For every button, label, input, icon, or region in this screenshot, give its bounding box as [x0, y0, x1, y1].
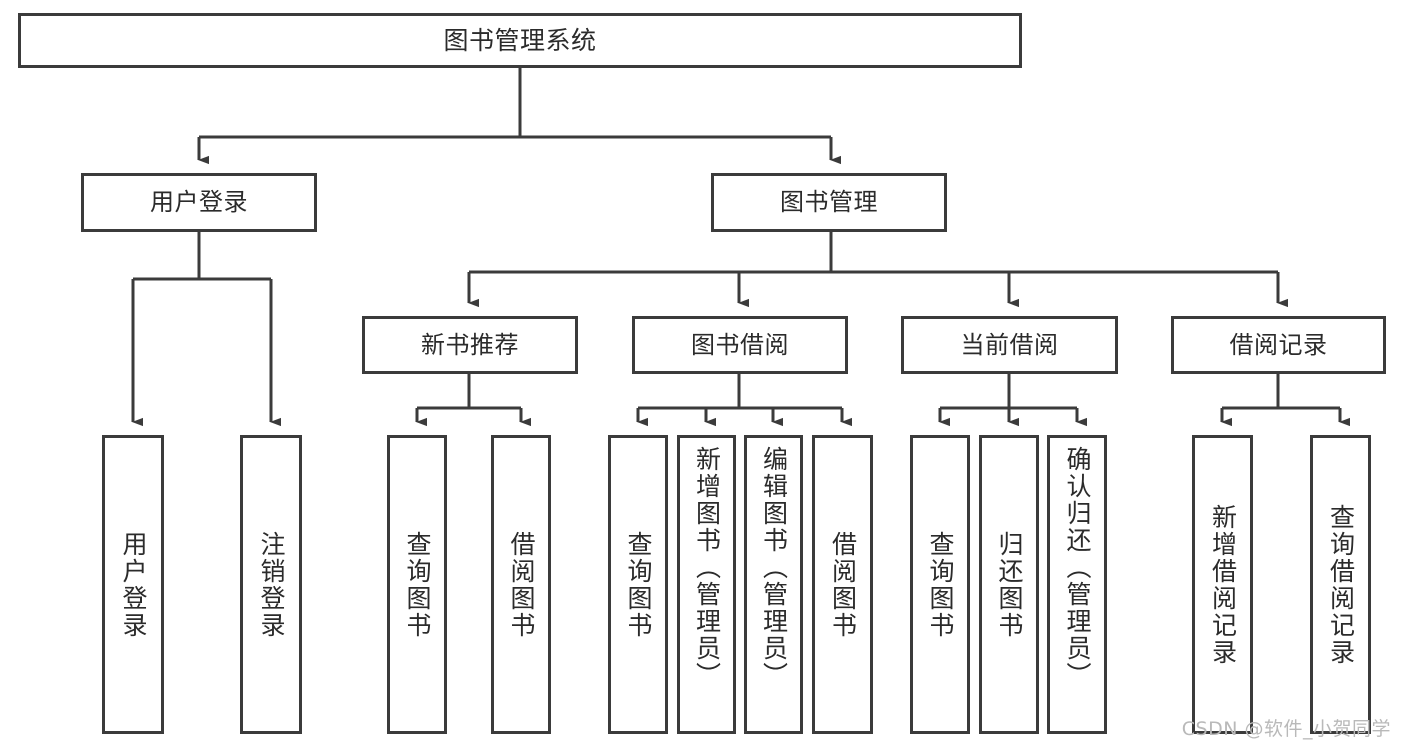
node-user-login[interactable]: 用户登录 [81, 173, 317, 232]
node-new-book-recommend[interactable]: 新书推荐 [362, 316, 578, 374]
node-leaf-query-book-3[interactable]: 查询图书 [910, 435, 970, 734]
node-book-borrow[interactable]: 图书借阅 [632, 316, 848, 374]
node-current-borrow-label: 当前借阅 [960, 330, 1059, 359]
node-leaf-confirm-return-label: 确认归还（管理员） [1063, 446, 1092, 689]
node-book-manage-label: 图书管理 [780, 188, 878, 217]
node-borrow-record-label: 借阅记录 [1229, 330, 1328, 359]
node-leaf-query-book-1[interactable]: 查询图书 [387, 435, 447, 734]
node-leaf-add-record[interactable]: 新增借阅记录 [1192, 435, 1253, 734]
node-leaf-query-book-2-label: 查询图书 [624, 530, 653, 639]
node-new-book-recommend-label: 新书推荐 [421, 330, 519, 359]
node-leaf-confirm-return[interactable]: 确认归还（管理员） [1047, 435, 1107, 734]
node-borrow-record[interactable]: 借阅记录 [1171, 316, 1386, 374]
node-leaf-add-book[interactable]: 新增图书（管理员） [677, 435, 736, 734]
node-leaf-user-login-label: 用户登录 [119, 530, 148, 639]
node-leaf-borrow-book-2[interactable]: 借阅图书 [812, 435, 873, 734]
node-leaf-query-book-3-label: 查询图书 [926, 530, 955, 639]
node-current-borrow[interactable]: 当前借阅 [901, 316, 1118, 374]
node-leaf-query-record-label: 查询借阅记录 [1326, 503, 1356, 666]
node-book-manage[interactable]: 图书管理 [711, 173, 947, 232]
node-leaf-user-logout-label: 注销登录 [257, 530, 286, 639]
node-leaf-borrow-book-1[interactable]: 借阅图书 [491, 435, 551, 734]
node-user-login-label: 用户登录 [150, 188, 248, 217]
node-leaf-add-record-label: 新增借阅记录 [1208, 503, 1238, 666]
node-leaf-borrow-book-1-label: 借阅图书 [507, 530, 536, 639]
node-root[interactable]: 图书管理系统 [18, 13, 1022, 68]
node-book-borrow-label: 图书借阅 [691, 330, 789, 359]
watermark-text: CSDN @软件_小贺同学 [1181, 718, 1391, 740]
node-root-label: 图书管理系统 [443, 25, 597, 55]
node-leaf-borrow-book-2-label: 借阅图书 [828, 530, 858, 639]
node-leaf-user-logout[interactable]: 注销登录 [240, 435, 302, 734]
node-leaf-edit-book[interactable]: 编辑图书（管理员） [744, 435, 803, 734]
node-leaf-return-book-label: 归还图书 [995, 530, 1024, 639]
node-leaf-add-book-label: 新增图书（管理员） [692, 446, 722, 689]
node-leaf-edit-book-label: 编辑图书（管理员） [759, 446, 789, 689]
node-leaf-query-book-1-label: 查询图书 [403, 530, 432, 639]
node-leaf-query-record[interactable]: 查询借阅记录 [1310, 435, 1371, 734]
node-leaf-return-book[interactable]: 归还图书 [979, 435, 1039, 734]
node-leaf-query-book-2[interactable]: 查询图书 [608, 435, 668, 734]
node-leaf-user-login[interactable]: 用户登录 [102, 435, 164, 734]
